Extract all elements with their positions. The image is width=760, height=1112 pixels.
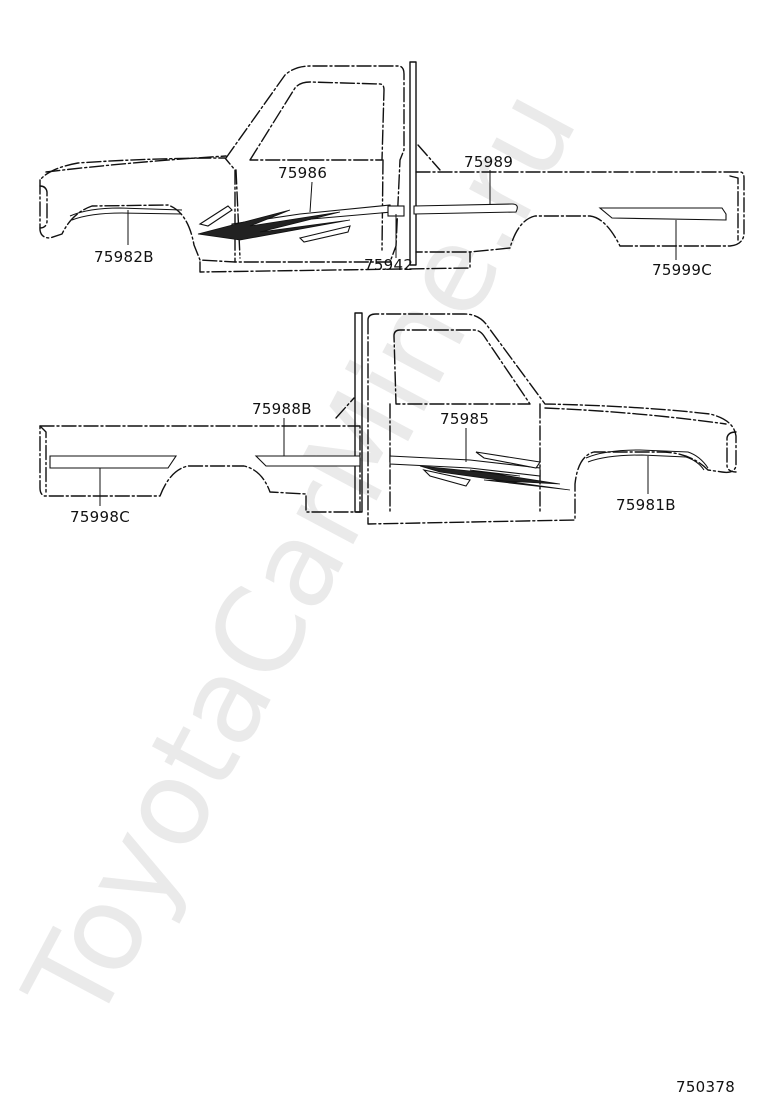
hood-line-right (544, 407, 727, 425)
stripe-75985-flash-a (419, 465, 571, 491)
label-75989: 75989 (464, 153, 513, 171)
stripe-75988b (254, 455, 361, 467)
label-75999c: 75999C (652, 261, 712, 279)
label-75981b: 75981B (616, 496, 676, 514)
truck-right-side-view: 75988B 75985 75998C 75981B (39, 312, 737, 526)
cab-body-outline (39, 157, 236, 263)
grille-outline (39, 185, 48, 229)
post-brace (417, 144, 441, 171)
tailgate-edge-right (39, 425, 47, 493)
stripe-75985-flash-b (422, 469, 471, 487)
cab-outline-right (367, 313, 737, 525)
stripe-75982b (69, 207, 183, 221)
stripe-75986-flash-c (198, 205, 233, 227)
stripe-75999c (598, 207, 727, 221)
leader-75986 (309, 181, 313, 213)
bed-lower-line (199, 251, 471, 273)
grille-outline-right (726, 431, 737, 473)
truck-left-side-view: 75986 75989 75982B 75942 75999C (39, 61, 745, 279)
stripe-75985-main (389, 455, 541, 477)
bed-outline (415, 171, 745, 253)
label-75986: 75986 (278, 164, 327, 182)
label-75942: 75942 (364, 256, 413, 274)
label-75998c: 75998C (70, 508, 130, 526)
cab-outline (225, 65, 405, 263)
stripe-75989 (413, 203, 518, 215)
stripe-75985-flash-c (475, 451, 541, 469)
label-75985: 75985 (440, 410, 489, 428)
stripe-75986-flash-b (298, 225, 351, 243)
windshield-outline (249, 81, 385, 161)
hood-line (45, 155, 227, 173)
door-outline (235, 159, 384, 259)
windshield-outline-right (393, 329, 531, 405)
label-75982b: 75982B (94, 248, 154, 266)
tailgate-edge (729, 175, 739, 241)
rear-post (409, 61, 417, 266)
stripe-75998c (49, 455, 178, 469)
stripe-75986-flash-a (197, 209, 351, 241)
bed-outline-right (39, 425, 361, 513)
label-75988b: 75988B (252, 400, 312, 418)
stripe-75981b (585, 449, 709, 471)
post-brace-right (335, 397, 355, 419)
diagram-code: 750378 (676, 1078, 735, 1096)
rear-post-right (354, 312, 363, 513)
